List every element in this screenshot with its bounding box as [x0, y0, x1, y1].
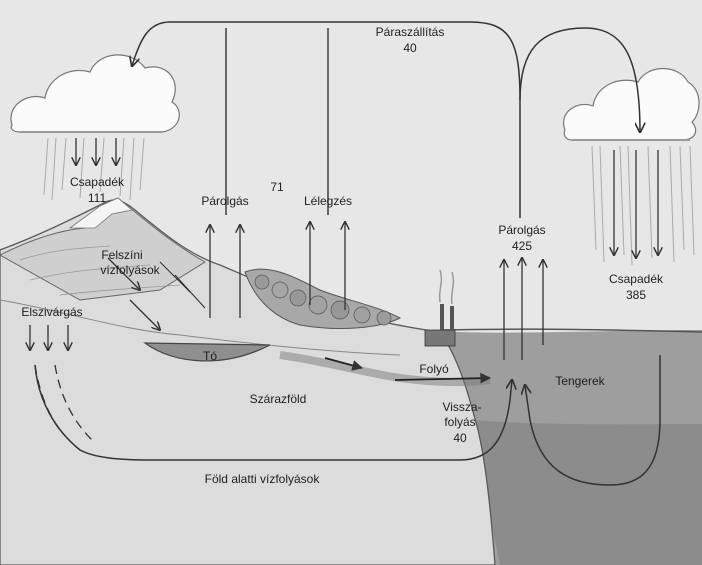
label-vapor-transport: Páraszállítás: [376, 25, 445, 39]
sea-deep: [470, 420, 702, 565]
precip-arrows-right: [614, 150, 658, 258]
infiltration-dashed-2: [34, 364, 61, 431]
label-groundwater: Föld alatti vízfolyások: [205, 472, 321, 486]
runoff-stream-1: [159, 261, 191, 293]
vapor-to-sea-cloud-arrow: [519, 27, 640, 132]
label-backflow-1: Vissza-: [442, 400, 481, 414]
runoff-arrow-1: [107, 257, 140, 290]
label-respiration: Lélegzés: [304, 194, 352, 208]
infiltration-dashed-1: [54, 364, 93, 441]
label-precip-land: Csapadék: [70, 175, 125, 189]
label-vapor-transport-value: 40: [403, 41, 417, 55]
mountain-range: [0, 197, 206, 301]
evap-arrows-sea: [504, 258, 543, 360]
label-evaporation-land: Párolgás: [201, 194, 248, 208]
factory: [424, 269, 456, 347]
label-backflow-2: folyás: [444, 415, 475, 429]
cloud-left: [10, 54, 180, 133]
label-backflow-value: 40: [453, 431, 467, 445]
sea-surface-line: [439, 328, 702, 333]
label-surface-runoff-2: vízfolyások: [100, 263, 160, 277]
label-river: Folyó: [419, 362, 449, 376]
label-precip-sea: Csapadék: [609, 272, 664, 286]
sea-return-loop-arrow: [525, 355, 661, 486]
rain-right: [591, 145, 695, 266]
river-water: [279, 351, 491, 387]
rain-left: [43, 137, 145, 201]
label-land: Szárazföld: [250, 392, 307, 406]
soil-layer-line: [0, 299, 401, 356]
snow-cap: [68, 197, 133, 229]
river-arrow-2: [394, 372, 492, 384]
label-seas: Tengerek: [555, 374, 605, 388]
lake-water: [143, 342, 271, 362]
respiration-arrows: [310, 222, 345, 310]
label-precip-sea-value: 385: [626, 288, 646, 302]
vapor-transport-arrow: [132, 21, 521, 218]
label-evaporation-sea: Párolgás: [498, 223, 545, 237]
label-infiltration: Elszivárgás: [21, 305, 82, 319]
river-arrow-1: [324, 357, 364, 371]
label-precip-land-value: 111: [88, 191, 107, 205]
label-surface-runoff-1: Felszíni: [101, 248, 142, 262]
infiltration-arrows: [30, 325, 68, 350]
runoff-arrow-2: [129, 299, 160, 330]
label-land-evap-value: 71: [270, 180, 284, 194]
cloud-right: [562, 68, 700, 141]
evap-arrows-land: [210, 225, 240, 318]
runoff-stream-2: [174, 274, 206, 309]
mountain-ridges: [19, 245, 181, 296]
precip-arrows-left: [76, 138, 116, 165]
label-evap-sea-value: 425: [512, 239, 532, 253]
label-lake: Tó: [203, 349, 217, 363]
